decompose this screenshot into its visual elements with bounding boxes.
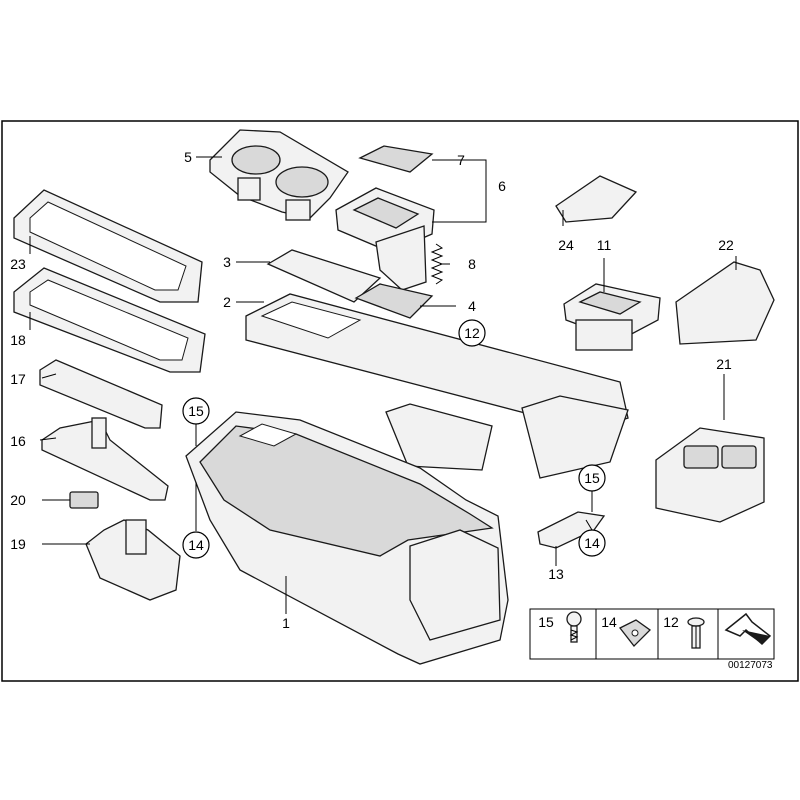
- svg-text:14: 14: [601, 614, 617, 630]
- part-7-tray-mat: [358, 145, 434, 173]
- svg-text:15: 15: [584, 470, 600, 486]
- circled-callout: 15: [578, 464, 606, 492]
- legend-item: 15: [538, 611, 582, 643]
- part-21-switch-module: [655, 427, 765, 523]
- part-4-tray-insert: [354, 283, 434, 319]
- callout-label: 8: [468, 256, 476, 272]
- part-16-bracket: [41, 417, 169, 501]
- callout-label: 24: [558, 237, 574, 253]
- part-18-trim-frame: [13, 267, 206, 373]
- screw-icon: [566, 611, 582, 643]
- callout-label: 11: [597, 237, 612, 253]
- callout-label: 21: [716, 356, 732, 372]
- leader-lines: [29, 156, 737, 614]
- svg-text:15: 15: [188, 403, 204, 419]
- circled-callout: 12: [458, 319, 486, 347]
- callout-label: 19: [10, 536, 26, 552]
- callout-label: 16: [10, 433, 26, 449]
- callout-label: 7: [457, 152, 465, 168]
- diagram-border: [1, 120, 799, 682]
- legend-item: 14: [601, 614, 652, 647]
- callout-label: 17: [10, 371, 26, 387]
- circled-callout: 14: [182, 531, 210, 559]
- callout-label: 4: [468, 298, 476, 314]
- legend-item: 12: [663, 614, 705, 649]
- part-24-retainer: [555, 175, 638, 223]
- part-23-trim-frame: [13, 189, 203, 303]
- callout-label: 18: [10, 332, 26, 348]
- callout-label: 1: [282, 615, 290, 631]
- callout-label: 13: [548, 566, 564, 582]
- part-1-center-console: [185, 411, 509, 665]
- callout-label: 2: [223, 294, 231, 310]
- circled-callout: 15: [182, 397, 210, 425]
- part-2-center-bezel: [245, 293, 629, 479]
- callout-label: 3: [223, 254, 231, 270]
- svg-text:12: 12: [464, 325, 480, 341]
- callout-label: 20: [10, 492, 26, 508]
- svg-text:12: 12: [663, 614, 679, 630]
- arrow-symbol-icon: [724, 612, 772, 646]
- callout-label: 22: [718, 237, 734, 253]
- part-5-cup-holder: [209, 129, 349, 221]
- part-6-storage-box: [335, 187, 435, 291]
- callout-label: 5: [184, 149, 192, 165]
- fastener-legend: 15 14 12: [529, 608, 775, 660]
- part-19-holder: [85, 519, 181, 601]
- callout-label: 6: [498, 178, 506, 194]
- expanding-rivet-icon: [687, 617, 705, 649]
- clip-nut-icon: [619, 619, 652, 647]
- part-17-trim-strip: [39, 359, 163, 429]
- callout-label: 23: [10, 256, 26, 272]
- document-id: 00127073: [728, 660, 773, 671]
- circled-callout: 14: [578, 529, 606, 557]
- svg-text:14: 14: [188, 537, 204, 553]
- svg-text:14: 14: [584, 535, 600, 551]
- part-11-ashtray-box: [563, 283, 661, 351]
- svg-text:15: 15: [538, 614, 554, 630]
- part-3-cover: [266, 249, 382, 303]
- legend-item: [724, 612, 772, 646]
- part-22-cover: [675, 261, 775, 345]
- part-20-pad: [69, 491, 99, 509]
